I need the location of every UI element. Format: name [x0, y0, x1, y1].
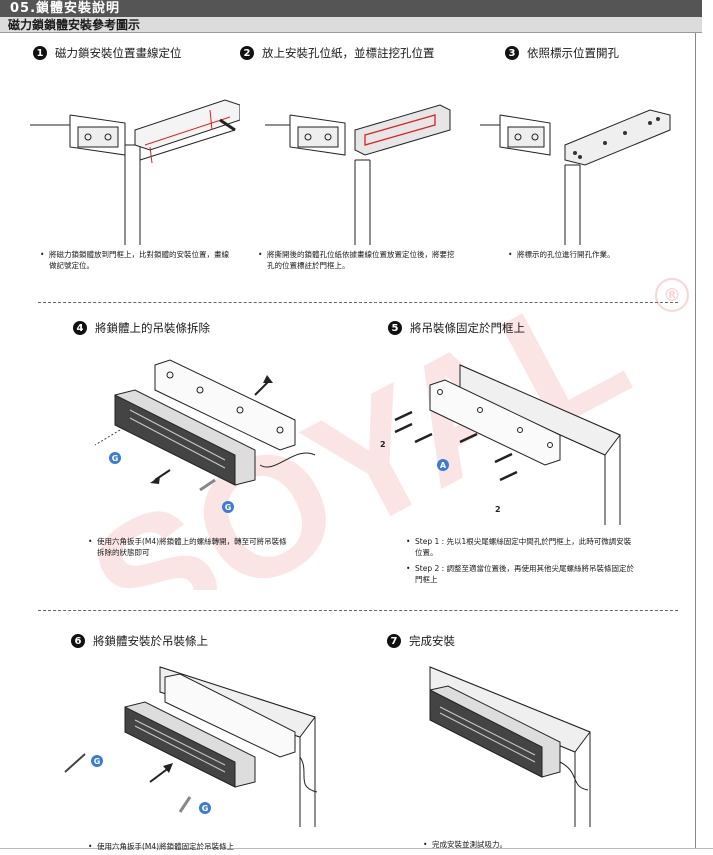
step-6-figure: G G — [64, 666, 318, 827]
fig-label-a: A — [440, 461, 447, 470]
fig-label-g: G — [94, 757, 101, 766]
step-4-figure: G G — [94, 359, 316, 513]
page-border — [695, 33, 696, 848]
step-4-title: 將鎖體上的吊裝條拆除 — [95, 321, 210, 335]
step-3-title: 依照標示位置開孔 — [527, 46, 619, 60]
fig-label-two: 2 — [495, 505, 501, 514]
fig-label-g: G — [202, 804, 209, 813]
step-2-title: 放上安裝孔位紙，並標註挖孔位置 — [262, 46, 435, 60]
step-2-heading: 2 放上安裝孔位紙，並標註挖孔位置 — [240, 45, 435, 61]
step-5-heading: 5 將吊裝條固定於門框上 — [388, 320, 525, 336]
step-6-bullet: •使用六角扳手(M4)將鎖體固定於吊裝條上 — [88, 842, 235, 851]
step-1-figure — [30, 99, 240, 245]
step-7-title: 完成安裝 — [409, 634, 455, 648]
fig-label-g: G — [112, 454, 119, 463]
divider-2 — [38, 610, 678, 611]
step-5-title: 將吊裝條固定於門框上 — [410, 321, 525, 335]
step-4-heading: 4 將鎖體上的吊裝條拆除 — [73, 320, 210, 336]
step-5-figure: A 2 2 — [380, 364, 621, 525]
step-2-figure — [265, 104, 451, 245]
step-5-number: 5 — [388, 321, 402, 335]
step-3-number: 3 — [505, 46, 519, 60]
step-7-figure — [429, 666, 591, 827]
page-border-bottom — [0, 848, 713, 849]
step-6-heading: 6 將鎖體安裝於吊裝條上 — [71, 633, 208, 649]
fig-label-g: G — [225, 503, 232, 512]
step-4-bullet: •使用六角扳手(M4)將鎖體上的螺絲轉開，轉至可將吊裝條拆除的狀態即可 — [88, 537, 287, 557]
step-5-bullet-2: •Step 2 : 調整至適當位置後，再使用其他尖尾螺絲將吊裝條固定於門框上 — [406, 564, 635, 584]
step-6-number: 6 — [71, 634, 85, 648]
divider-1 — [38, 302, 678, 303]
step-1-heading: 1 磁力鎖安裝位置畫線定位 — [33, 45, 182, 61]
step-2-bullet: •將撕開後的鎖體孔位紙依據畫線位置放置定位後，將要挖孔的位置標註於門框上。 — [258, 250, 455, 270]
step-5-bullet-1: •Step 1 : 先以1根尖尾螺絲固定中間孔於門框上，此時可微調安裝位置。 — [406, 537, 632, 557]
section-subtitle: 磁力鎖鎖體安裝參考圖示 — [0, 17, 702, 33]
step-6-title: 將鎖體安裝於吊裝條上 — [93, 634, 208, 648]
step-3-figure — [480, 109, 671, 245]
fig-label-two: 2 — [380, 440, 386, 449]
step-7-heading: 7 完成安裝 — [387, 633, 455, 649]
registered-mark: ® — [655, 278, 689, 312]
step-7-bullet: •完成安裝並測試吸力。 — [423, 840, 507, 849]
step-3-bullet: •將標示的孔位進行開孔作業。 — [508, 250, 615, 259]
step-1-title: 磁力鎖安裝位置畫線定位 — [55, 46, 182, 60]
step-3-heading: 3 依照標示位置開孔 — [505, 45, 619, 61]
step-2-number: 2 — [240, 46, 254, 60]
section-title: 05.鎖體安裝說明 — [0, 0, 702, 17]
step-7-number: 7 — [387, 634, 401, 648]
step-1-number: 1 — [33, 46, 47, 60]
step-1-bullet: •將磁力鎖鎖體放到門框上，比對鎖體的安裝位置，畫線做記號定位。 — [40, 250, 229, 270]
step-4-number: 4 — [73, 321, 87, 335]
